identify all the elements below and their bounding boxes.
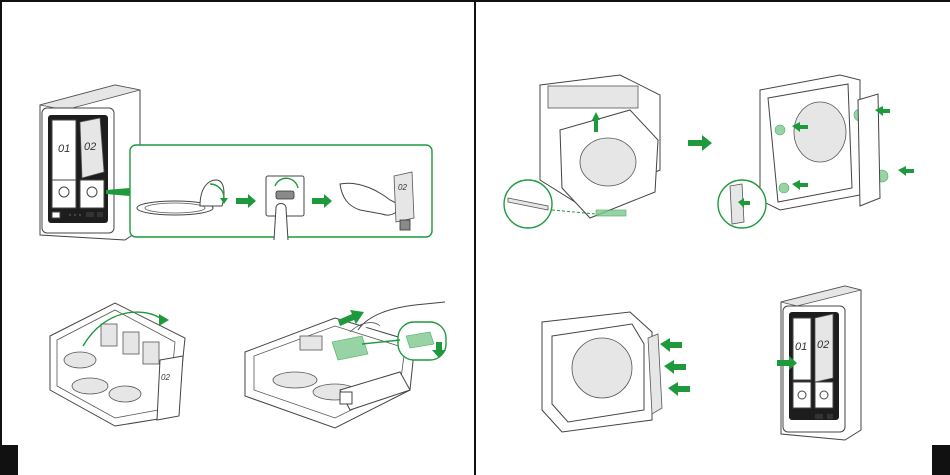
tray-front-plate — [157, 356, 183, 420]
step-4-drive-bracket-illustration — [500, 70, 680, 230]
led-2 — [74, 214, 76, 216]
step-3-slide-drive-illustration — [240, 300, 455, 430]
port-icon-2 — [827, 414, 833, 419]
finger-icon — [274, 204, 288, 241]
step-arrow-right — [688, 135, 712, 151]
screw-arrow-4 — [898, 166, 914, 176]
step-5-fasten-screws-illustration — [720, 70, 920, 230]
tray-plate-label: 02 — [161, 373, 170, 382]
usb-port-icon — [86, 212, 94, 217]
drive-label-area — [580, 138, 636, 186]
step-1-open-bay-illustration: 01 02 02 — [30, 80, 440, 245]
tray-label: 02 — [398, 183, 407, 192]
drive-disc-outline — [794, 102, 846, 162]
tray-slot-2 — [123, 332, 139, 354]
push-arrow-3 — [668, 382, 690, 396]
tray-handle — [394, 172, 414, 222]
tray-slot-3 — [143, 342, 159, 364]
tray-slot-a — [300, 336, 322, 350]
bay-2-lock-icon — [87, 187, 97, 197]
led-1 — [69, 214, 71, 216]
lift-arrow-head — [159, 314, 169, 326]
bay-2-label-2: 02 — [817, 339, 829, 351]
right-page-tab — [932, 445, 950, 475]
step-2-lift-tray-illustration: 02 — [45, 298, 190, 428]
push-arrow-1 — [660, 338, 682, 352]
screw-hole-1 — [775, 125, 785, 135]
screw-hole-2 — [779, 183, 789, 193]
bay-1-label-2: 01 — [795, 341, 807, 353]
tray-release-icon — [400, 220, 410, 230]
tray-cutout-3 — [109, 386, 141, 402]
arrow-right-icon-3 — [688, 135, 712, 151]
port-icon — [97, 212, 103, 217]
tray-cutout-a — [273, 372, 317, 388]
page-spine — [474, 0, 476, 475]
tray-slot-1 — [101, 324, 117, 346]
bay-1-lock-icon-2 — [798, 391, 806, 399]
step-7-insert-bay-illustration: 01 02 — [775, 282, 865, 442]
lock-slot-icon — [276, 191, 294, 199]
drive-connector-highlight-2 — [596, 210, 626, 216]
usb-port-icon-2 — [815, 414, 823, 419]
tray-frame-flat — [245, 318, 415, 428]
tray-side-button — [340, 392, 352, 404]
bracket-back-wall — [548, 86, 638, 108]
push-arrow-2 — [664, 360, 686, 374]
bay-2-label: 02 — [84, 141, 96, 153]
bay-1-label: 01 — [58, 143, 70, 155]
power-button-icon — [52, 212, 60, 218]
bay-1-lock-icon — [59, 187, 69, 197]
tray-cutout-2 — [72, 378, 108, 394]
step-6-insert-drive-illustration — [540, 310, 700, 435]
led-3 — [79, 214, 81, 216]
drive-disc-outline-3 — [572, 338, 632, 398]
tray-cutout-1 — [64, 352, 96, 368]
bay-2-lock-icon-2 — [820, 391, 828, 399]
left-page-tab — [0, 445, 18, 475]
